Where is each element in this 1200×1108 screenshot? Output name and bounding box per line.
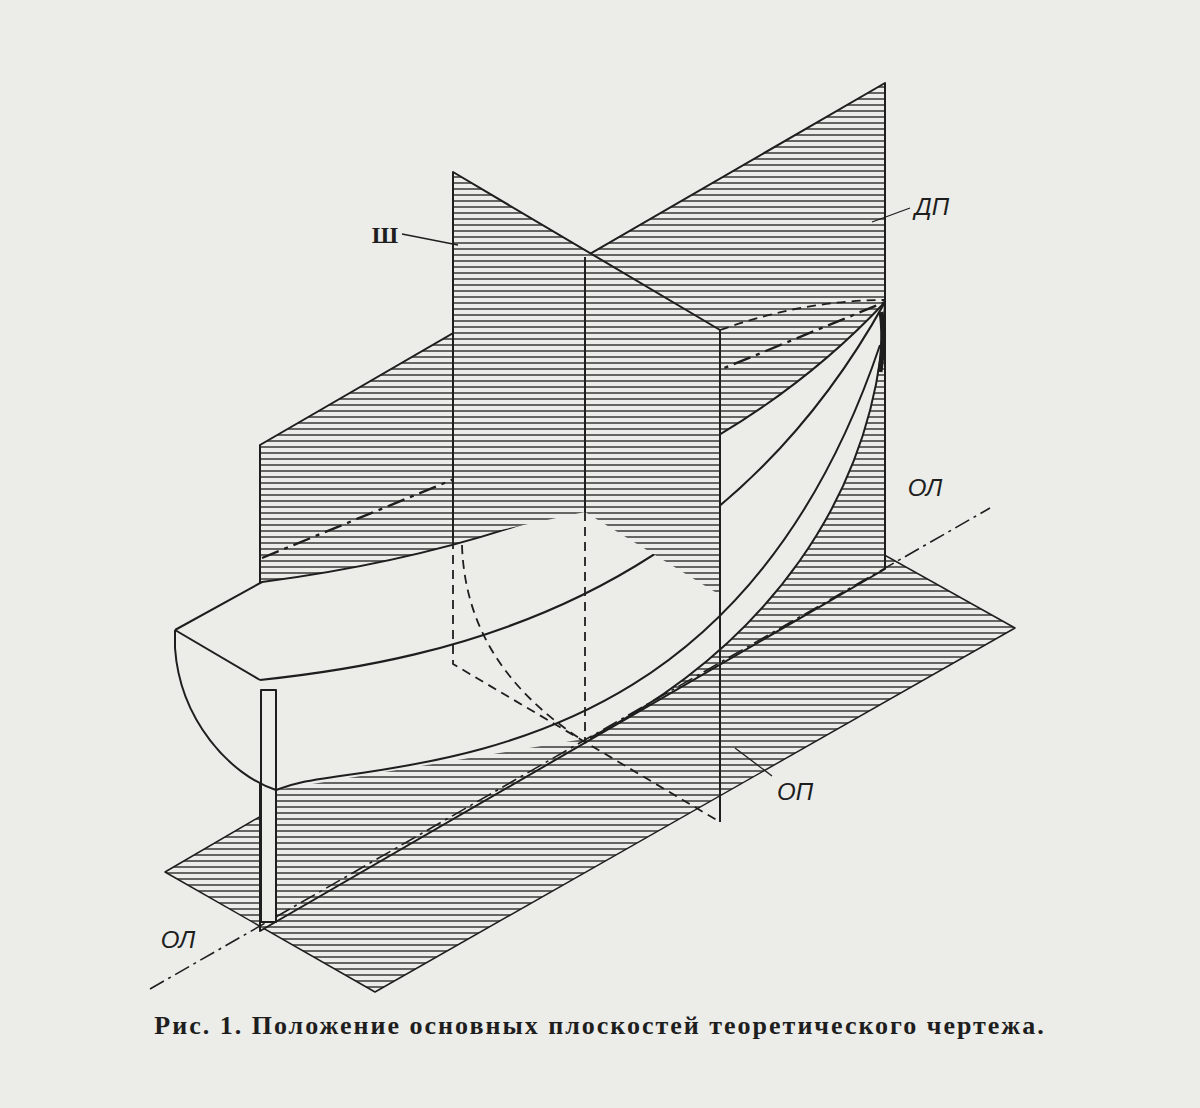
leader-line [402, 234, 458, 245]
transom-edge [175, 630, 276, 790]
transom-top [175, 630, 260, 680]
figure-caption: Рис. 1. Положение основных плоскостей те… [110, 1008, 1090, 1043]
hidden-midship-edge [453, 540, 720, 822]
plane-label: ДП [912, 194, 952, 220]
plane-label: Ш [369, 222, 401, 248]
plane-intersection [584, 257, 586, 512]
line-label: ОЛ [905, 475, 945, 501]
midship-outline [453, 172, 720, 822]
plane-label: ОП [774, 779, 816, 805]
line-label: ОЛ [158, 927, 198, 953]
midship-plane [453, 172, 720, 595]
stern-post [261, 690, 276, 922]
leader-line [735, 748, 772, 776]
hidden-deck-line [720, 300, 885, 330]
leader-line [872, 208, 910, 222]
midship-section [462, 545, 585, 742]
hidden-intersection [584, 512, 586, 742]
stem-bar [880, 312, 883, 372]
